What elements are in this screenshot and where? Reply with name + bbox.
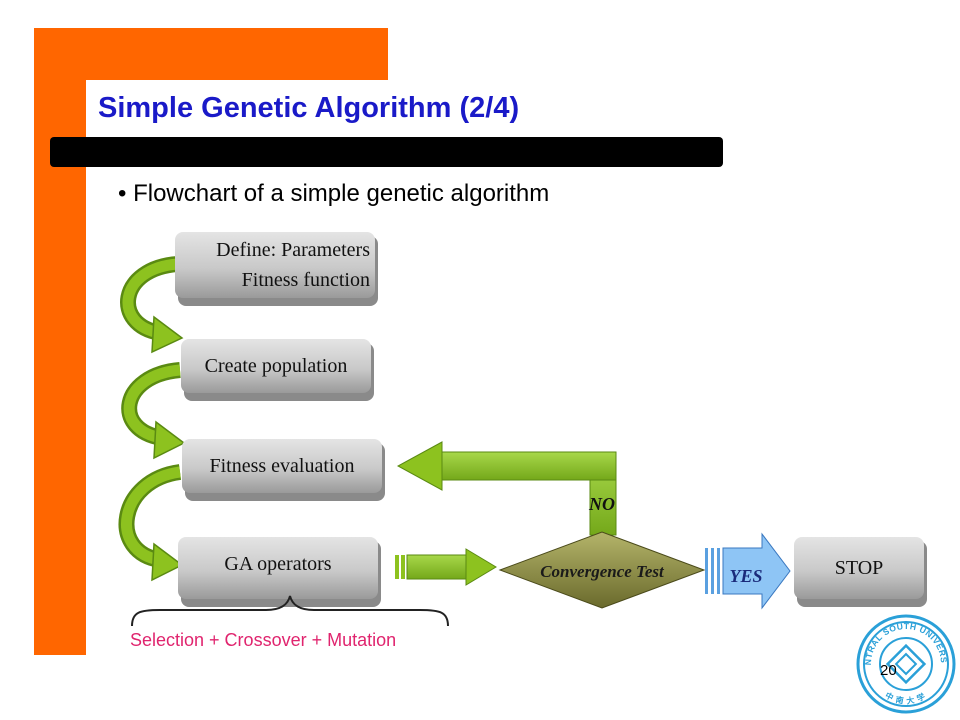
ga-operators-box: GA operators	[178, 537, 381, 607]
bullet-dot: •	[118, 180, 134, 207]
stop-box: STOP	[794, 537, 927, 607]
fitness-evaluation-label: Fitness evaluation	[210, 455, 355, 477]
define-box: Define: Parameters Fitness function	[175, 232, 378, 306]
stop-label: STOP	[835, 557, 884, 579]
create-population-label: Create population	[205, 355, 348, 377]
brace-caption: Selection + Crossover + Mutation	[130, 630, 397, 650]
title-divider	[50, 137, 723, 167]
arrow-to-convergence	[395, 548, 497, 586]
slide-title: Simple Genetic Algorithm (2/4)	[98, 92, 520, 124]
curved-arrow-2	[121, 362, 186, 460]
orange-vertical-bar	[34, 28, 86, 655]
bullet-item: • Flowchart of a simple genetic algorith…	[118, 180, 549, 208]
yes-label: YES	[729, 566, 762, 586]
define-line1: Define: Parameters	[216, 239, 370, 261]
logo-emblem	[885, 643, 927, 685]
define-line2: Fitness function	[242, 269, 370, 291]
convergence-test-diamond: Convergence Test	[498, 531, 706, 609]
orange-top-bar	[34, 28, 388, 80]
no-loop-arrow	[396, 441, 617, 536]
ga-operators-label: GA operators	[224, 553, 331, 575]
curved-arrow-1	[120, 256, 184, 354]
university-logo: CENTRAL SOUTH UNIVERSITY 中南大学	[855, 613, 956, 714]
curved-arrow-3	[118, 464, 184, 582]
convergence-test-label: Convergence Test	[540, 562, 665, 581]
bullet-text: Flowchart of a simple genetic algorithm	[133, 180, 550, 207]
curly-brace	[131, 595, 449, 627]
fitness-evaluation-box: Fitness evaluation	[182, 439, 385, 501]
yes-arrow: YES	[705, 532, 791, 610]
page-number: 20	[880, 662, 897, 679]
no-label: NO	[588, 494, 615, 514]
create-population-box: Create population	[181, 339, 374, 401]
